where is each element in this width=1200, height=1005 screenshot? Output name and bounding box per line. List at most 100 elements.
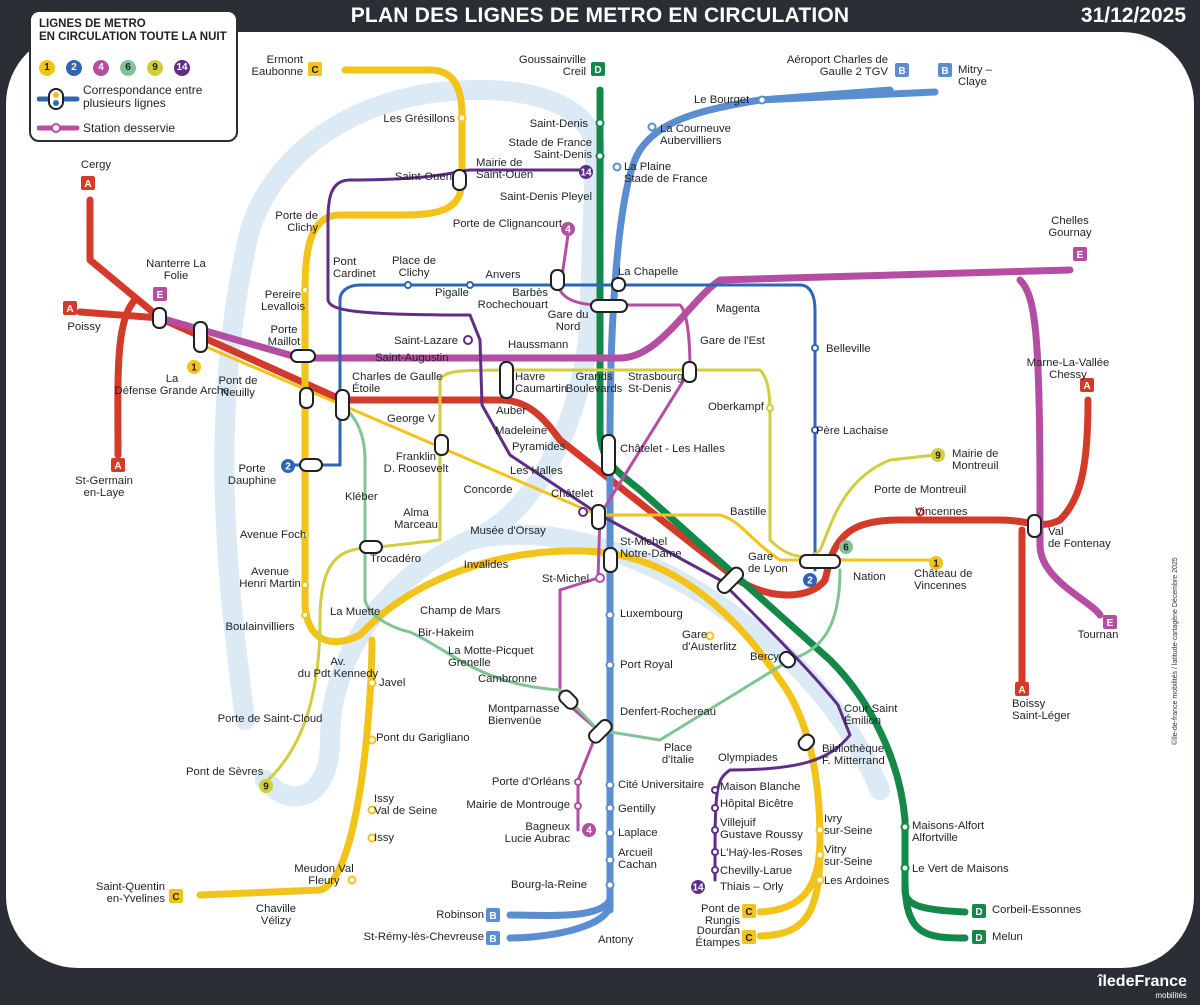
terminus-badge-letter: D: [975, 907, 982, 918]
station-label: Belleville: [826, 343, 871, 355]
terminus-A: A Cergy: [81, 159, 111, 190]
station-label: Saint-Lazare: [394, 335, 458, 347]
legend-served-text: Station desservie: [83, 121, 176, 135]
idf-mobilites-logo: îledeFrance mobilités: [1098, 974, 1187, 1003]
station-label: Châtelet: [551, 488, 594, 500]
station-label: Hôpital Bicêtre: [720, 798, 793, 810]
metro-line-badge: 14: [691, 880, 705, 894]
station-label: Porte d'Orléans: [492, 776, 570, 788]
station-label: Madeleine: [495, 425, 547, 437]
station-label: Av.du Pdt Kennedy: [298, 656, 379, 680]
station-label: Oberkampf: [708, 401, 765, 413]
station-label: Porte de Montreuil: [874, 484, 966, 496]
station-label: Thiais – Orly: [720, 881, 784, 893]
station-label: Pont de Sèvres: [186, 766, 264, 778]
page-date: 31/12/2025: [1080, 4, 1186, 27]
legend-connection-line1: Correspondance entre: [83, 83, 203, 97]
station-label: Cambronne: [478, 673, 537, 685]
station-label: Issy: [374, 832, 394, 844]
metro-9-line: [266, 368, 937, 782]
station-label: Les Ardoines: [824, 875, 890, 887]
legend-line-ball: 14: [174, 60, 190, 76]
terminus-badge-letter: E: [1077, 250, 1084, 261]
station-label: Père Lachaise: [816, 425, 888, 437]
metro-line-badge-label: 9: [263, 782, 269, 793]
terminus-label: St-Rémy-lès-Chevreuse: [363, 931, 484, 943]
rer-c-line: [196, 66, 824, 940]
metro-line-badge: 2: [281, 459, 295, 473]
legend-line-ball: 1: [39, 60, 55, 76]
station-label: Pigalle: [435, 287, 469, 299]
station-label: Invalides: [464, 559, 509, 571]
station-label: Antony: [598, 934, 634, 946]
metro-line-badge-label: 14: [692, 883, 704, 894]
station-label: Le Bourget: [694, 94, 750, 106]
station-label: Gare de l'Est: [700, 335, 766, 347]
legend-symbols: [37, 88, 80, 133]
seine-river-east: [460, 524, 890, 800]
terminus-label: Cergy: [81, 159, 111, 171]
station-label: La Chapelle: [618, 266, 678, 278]
terminus-badge-letter: B: [489, 934, 496, 945]
legend-connection-text: Correspondance entre plusieurs lignes: [83, 84, 202, 110]
station-label: Bastille: [730, 506, 766, 518]
station-label: Champ de Mars: [420, 605, 501, 617]
station-label: Pyramides: [512, 441, 566, 453]
station-label: Avenue Foch: [240, 529, 306, 541]
terminus-badge-letter: C: [745, 907, 752, 918]
station-label: Mairie de Montrouge: [466, 799, 570, 811]
terminus-badge-letter: A: [1018, 685, 1025, 696]
legend: LIGNES DE METRO EN CIRCULATION TOUTE LA …: [29, 10, 238, 142]
metro-line-badge-label: 14: [580, 168, 592, 179]
station-label: Magenta: [716, 303, 761, 315]
station-label: Haussmann: [508, 339, 568, 351]
connection-markers: [152, 169, 1042, 752]
metro-line-badge: 1: [187, 360, 201, 374]
metro-line-badge-label: 2: [285, 462, 291, 473]
metro-line-badge-label: 4: [565, 225, 571, 236]
station-label: Denfert-Rochereau: [620, 706, 716, 718]
legend-title: LIGNES DE METRO EN CIRCULATION TOUTE LA …: [39, 18, 227, 44]
logo-sub: mobilités: [1155, 991, 1187, 1000]
station-label: Musée d'Orsay: [470, 525, 546, 537]
terminus-badge-letter: A: [84, 179, 91, 190]
legend-line-ball: 4: [93, 60, 109, 76]
station-label: Kléber: [345, 491, 378, 503]
metro-line-badge: 1: [929, 556, 943, 570]
terminus-badge-letter: D: [975, 933, 982, 944]
terminus-badge-letter: B: [941, 66, 948, 77]
terminus-badge-letter: C: [745, 933, 752, 944]
terminus-label: Tournan: [1078, 629, 1119, 641]
terminus-badge-letter: B: [898, 66, 905, 77]
page-title: PLAN DES LIGNES DE METRO EN CIRCULATION: [350, 4, 850, 27]
